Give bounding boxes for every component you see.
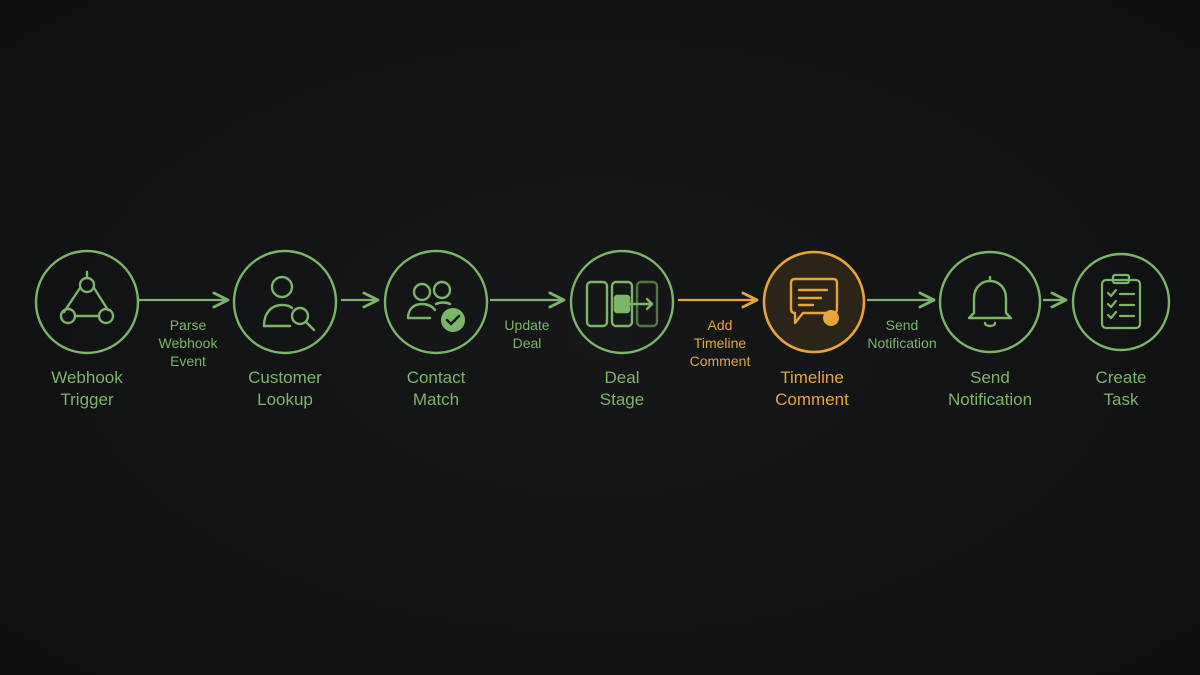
edge-label-send-notification: Send Notification (867, 317, 937, 351)
node-label-contact-match: Contact Match (406, 368, 466, 409)
node-deal-stage[interactable] (569, 249, 675, 355)
users-check-icon (406, 280, 452, 320)
webhook-icon (59, 270, 115, 325)
user-search-icon (262, 275, 316, 332)
edge-label-parse-webhook-event: Parse Webhook Event (158, 317, 218, 369)
bell-icon (967, 275, 1013, 328)
node-label-deal-stage: Deal Stage (599, 368, 645, 409)
comment-icon (789, 277, 839, 325)
node-label-timeline-comment: Timeline Comment (775, 368, 849, 409)
kanban-move-icon (585, 280, 659, 328)
node-label-webhook-trigger: Webhook Trigger (51, 368, 123, 409)
check-badge-icon (441, 308, 465, 332)
node-create-task[interactable] (1071, 252, 1171, 352)
clipboard-checklist-icon (1100, 273, 1142, 330)
notification-dot-icon (823, 310, 839, 326)
node-timeline-comment[interactable] (762, 250, 866, 354)
node-contact-match[interactable] (383, 249, 489, 355)
node-customer-lookup[interactable] (232, 249, 338, 355)
node-label-customer-lookup: Customer Lookup (248, 368, 322, 409)
node-webhook-trigger[interactable] (34, 249, 140, 355)
node-label-create-task: Create Task (1095, 368, 1147, 409)
edge-label-update-deal: Update Deal (504, 317, 550, 351)
edge-label-add-timeline-comment: Add Timeline Comment (689, 317, 751, 369)
node-send-notification[interactable] (938, 250, 1042, 354)
node-label-send-notification: Send Notification (947, 368, 1033, 409)
